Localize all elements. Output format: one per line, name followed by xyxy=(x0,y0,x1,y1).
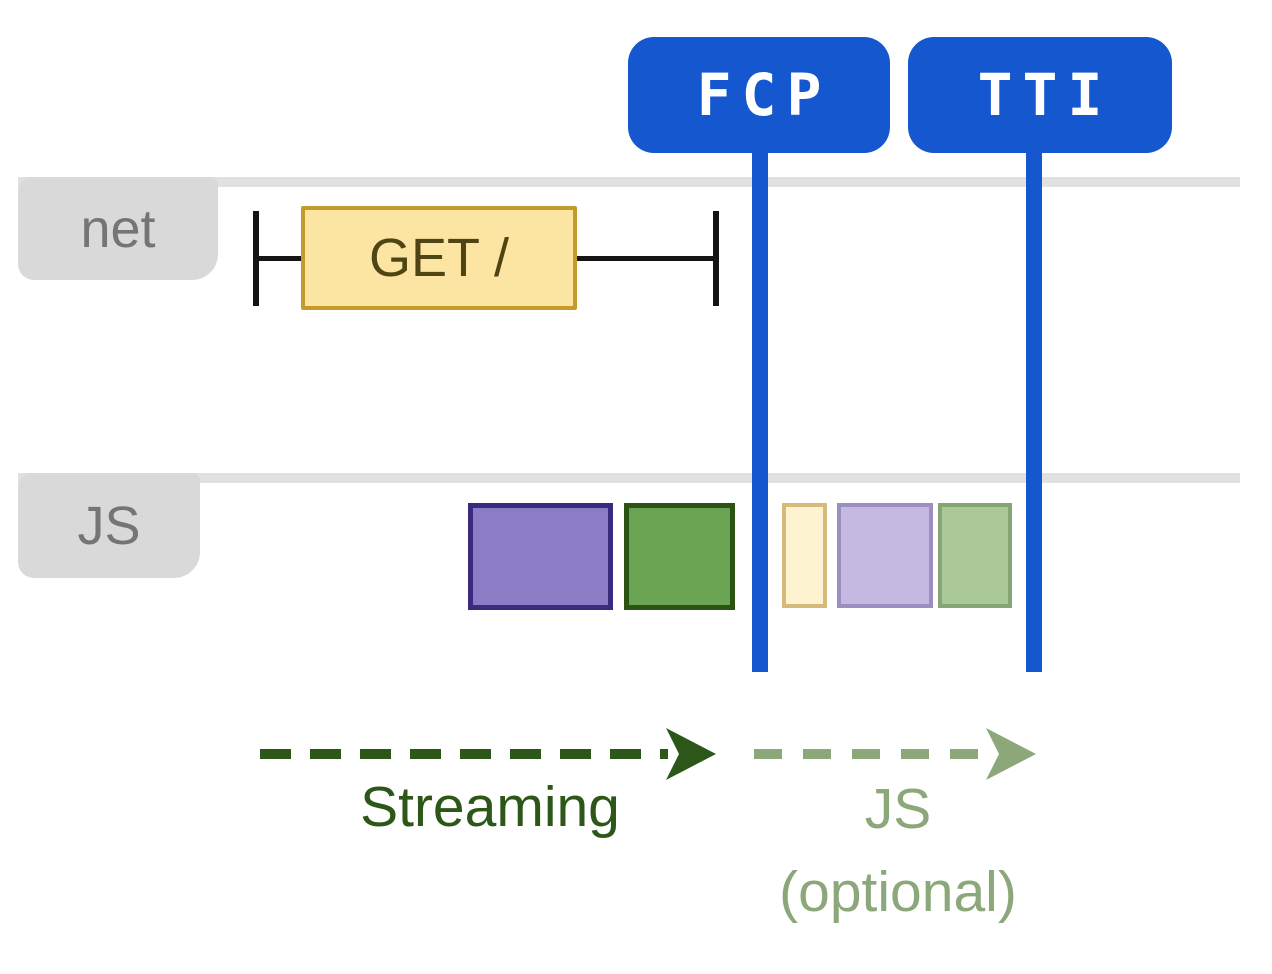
request-end-tick xyxy=(713,211,719,306)
js-chunk-pale-yellow xyxy=(782,503,827,608)
get-request-box: GET / xyxy=(301,206,577,310)
fcp-badge: FCP xyxy=(628,37,890,153)
js-chunk-green xyxy=(624,503,735,610)
net-lane-line xyxy=(18,177,1240,187)
streaming-label: Streaming xyxy=(360,775,620,839)
js-optional-arrow xyxy=(754,728,1036,780)
js-optional-label: JS xyxy=(864,777,932,841)
streaming-arrow xyxy=(260,728,716,780)
fcp-marker-line xyxy=(752,150,768,672)
js-lane-line xyxy=(18,473,1240,483)
net-lane-tag: net xyxy=(18,177,218,280)
js-chunk-pale-green xyxy=(938,503,1012,608)
js-chunk-purple xyxy=(468,503,613,610)
get-request-label: GET / xyxy=(368,228,510,288)
streaming-arrowhead-icon xyxy=(666,728,716,780)
js-optional-arrowhead-icon xyxy=(986,728,1036,780)
tti-marker-line xyxy=(1026,150,1042,672)
tti-badge-label: TTI xyxy=(977,61,1113,129)
net-lane-label: net xyxy=(80,198,156,259)
tti-badge: TTI xyxy=(908,37,1172,153)
js-lane-label: JS xyxy=(77,495,141,556)
js-chunk-pale-purple xyxy=(837,503,933,608)
js-optional-sublabel: (optional) xyxy=(779,860,1017,924)
fcp-badge-label: FCP xyxy=(696,61,832,129)
js-lane-tag: JS xyxy=(18,473,200,578)
